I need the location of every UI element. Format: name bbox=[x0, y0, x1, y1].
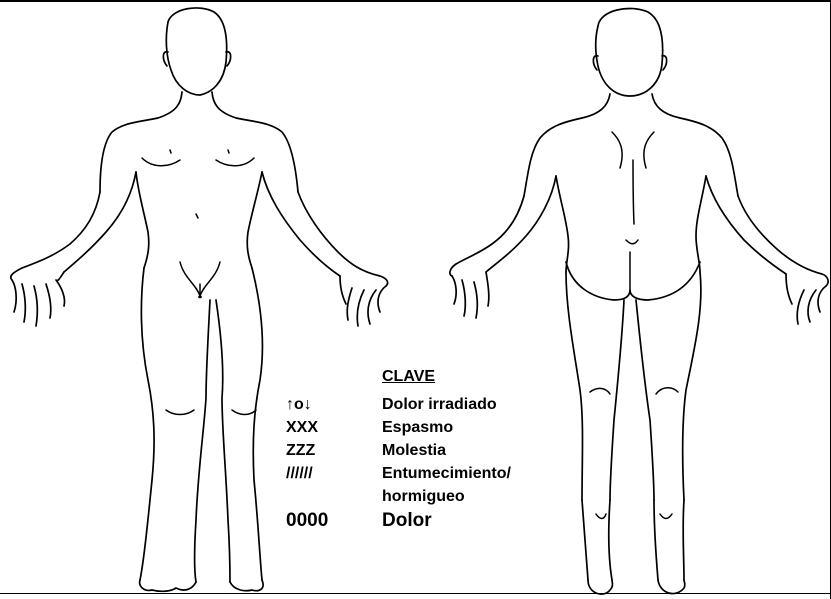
back-torso-right bbox=[696, 176, 706, 272]
legend-symbol-discomfort: ZZZ bbox=[286, 442, 315, 460]
back-arm-left-inner bbox=[486, 176, 556, 272]
front-knee-right bbox=[232, 410, 256, 415]
back-calf-right bbox=[654, 500, 658, 580]
back-scapula-left bbox=[612, 132, 622, 168]
front-hand-right bbox=[340, 276, 386, 326]
front-arm-right-outer bbox=[298, 192, 388, 286]
back-torso-left bbox=[556, 176, 569, 272]
front-foot-left bbox=[140, 580, 196, 591]
legend-label-spasm: Espasmo bbox=[382, 419, 453, 437]
back-knee-right bbox=[656, 388, 678, 394]
back-foot-right bbox=[658, 580, 685, 594]
back-head bbox=[596, 8, 663, 96]
back-hand-right bbox=[786, 274, 826, 324]
legend-label-radiating: Dolor irradiado bbox=[382, 396, 497, 414]
legend-symbol-pain: 0000 bbox=[286, 510, 328, 532]
back-hand-left bbox=[452, 272, 489, 318]
back-spine bbox=[633, 160, 634, 224]
front-hand-left bbox=[12, 272, 65, 326]
back-calf-left-inner bbox=[609, 500, 612, 580]
front-torso-left bbox=[136, 172, 149, 268]
front-arm-left-outer bbox=[11, 192, 100, 280]
front-leg-left-outer bbox=[140, 268, 154, 580]
front-neck-shoulder-right bbox=[212, 92, 298, 192]
front-chest-left bbox=[142, 158, 180, 166]
front-leg-left-inner bbox=[195, 300, 211, 582]
front-knee-left bbox=[166, 410, 194, 415]
legend-symbol-spasm: XXX bbox=[286, 419, 318, 437]
front-chest-right bbox=[216, 158, 254, 166]
back-leg-left-inner bbox=[610, 300, 624, 500]
front-neck-shoulder-left bbox=[100, 92, 182, 192]
back-leg-right-inner bbox=[636, 300, 654, 500]
front-head bbox=[166, 8, 226, 95]
legend-label-discomfort: Molestia bbox=[382, 442, 446, 460]
back-arm-right-inner bbox=[706, 176, 786, 274]
legend-label-tingling: hormigueo bbox=[382, 488, 465, 506]
back-buttocks bbox=[566, 262, 700, 300]
front-leg-right-inner bbox=[216, 300, 230, 582]
front-torso-right bbox=[247, 172, 262, 268]
legend-title: CLAVE bbox=[382, 368, 435, 386]
legend-symbol-numbness: ////// bbox=[286, 465, 313, 483]
legend-label-numbness: Entumecimiento/ bbox=[382, 465, 511, 483]
back-leg-right-outer bbox=[683, 272, 701, 500]
front-leg-right-outer bbox=[252, 268, 262, 580]
front-nipple-left bbox=[170, 150, 171, 153]
back-scapula-right bbox=[644, 132, 654, 168]
front-nipple-right bbox=[228, 150, 229, 153]
legend-label-pain: Dolor bbox=[382, 510, 432, 532]
front-navel bbox=[196, 214, 198, 218]
front-arm-right-inner bbox=[262, 172, 340, 276]
front-foot-right bbox=[230, 580, 263, 591]
back-calf-right-inner bbox=[683, 500, 684, 580]
back-heel-left bbox=[596, 514, 606, 519]
legend-symbol-radiating: ↑o↓ bbox=[286, 396, 312, 414]
back-heel-right bbox=[660, 514, 672, 519]
back-knee-left bbox=[590, 388, 610, 394]
back-shoulder-left bbox=[524, 94, 610, 196]
back-shoulder-right bbox=[652, 94, 738, 196]
back-arm-left-outer bbox=[450, 196, 524, 276]
back-foot-left bbox=[588, 580, 613, 594]
back-lower-back bbox=[626, 240, 638, 244]
legend: CLAVE ↑o↓ Dolor irradiado XXX Espasmo ZZ… bbox=[286, 368, 586, 568]
